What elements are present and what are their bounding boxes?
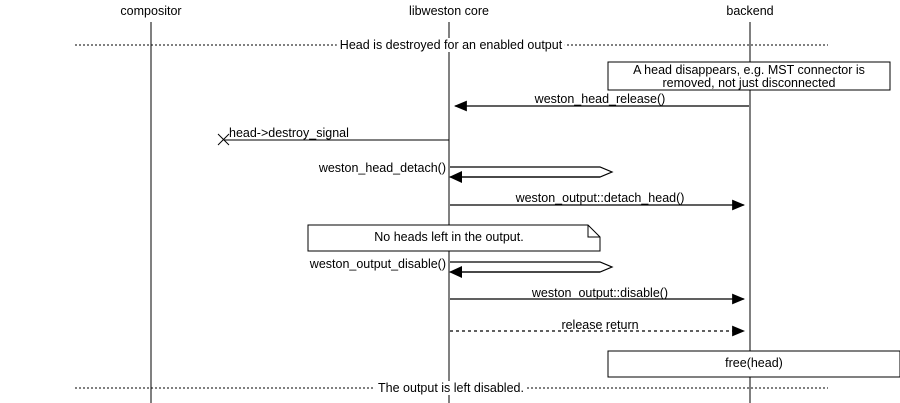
separator-label-bottom: The output is left disabled. — [375, 381, 527, 395]
note-no-heads-left-fold — [587, 225, 600, 238]
message-label-weston-head-detach: weston_head_detach() — [318, 161, 446, 175]
msg-weston-head-detach-loop — [449, 166, 614, 183]
message-label-release-return: release return — [561, 318, 639, 332]
msg-weston-output-disable-loop — [449, 261, 614, 278]
message-label-weston-head-release: weston_head_release() — [534, 92, 666, 106]
note-label-free-head: free(head) — [725, 356, 783, 370]
note-head-disappears-box — [607, 61, 891, 91]
note-label-no-heads-left: No heads left in the output. — [374, 230, 524, 244]
message-label-weston-output-disable: weston_output_disable() — [309, 257, 446, 271]
note-no-heads-left-box — [307, 224, 601, 252]
message-label-weston-output-detach-head: weston_output::detach_head() — [515, 191, 685, 205]
message-label-weston-output-colons-disable: weston_output::disable() — [531, 286, 669, 300]
participant-label-backend[interactable]: backend — [726, 4, 774, 18]
separator-label-top: Head is destroyed for an enabled output — [336, 38, 566, 52]
message-label-head-destroy-signal: head->destroy_signal — [229, 126, 349, 140]
participant-label-compositor[interactable]: compositor — [120, 4, 182, 18]
note-label-head-disappears: A head disappears, e.g. MST connector is… — [633, 63, 865, 90]
participant-label-libweston-core[interactable]: libweston core — [409, 4, 489, 18]
note-free-head-box — [607, 350, 900, 378]
msg-head-destroy-signal-x-mark-b — [217, 133, 230, 146]
